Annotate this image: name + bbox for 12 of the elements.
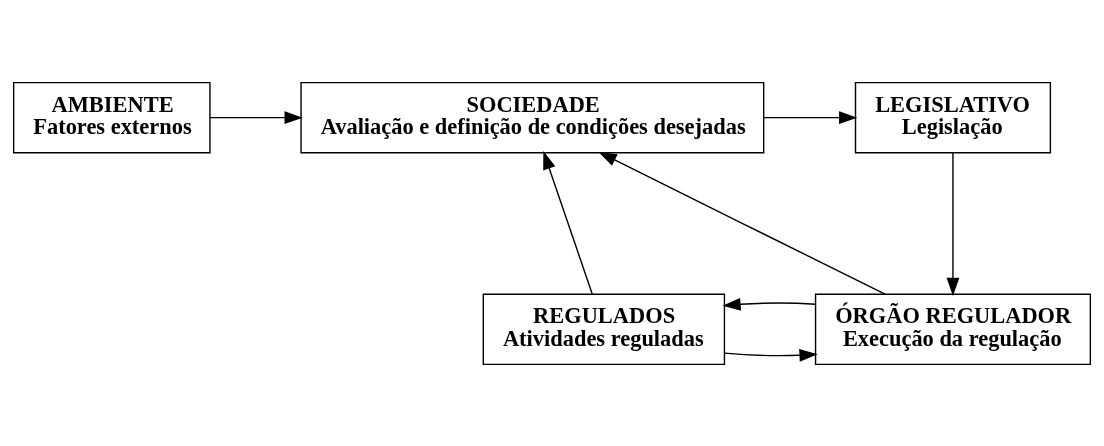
arrow xyxy=(723,348,818,362)
node-box: AMBIENTE Fatores externos xyxy=(12,81,211,153)
arrow xyxy=(722,297,817,311)
node-box: ÓRGÃO REGULADOR Execução da regulação xyxy=(814,293,1092,365)
node-box: REGULADOS Atividades reguladas xyxy=(482,293,726,365)
arrow xyxy=(598,151,886,295)
node-box: LEGISLATIVO Legislação xyxy=(854,81,1052,153)
arrow xyxy=(763,110,858,124)
arrow xyxy=(543,150,593,295)
arrow xyxy=(209,110,303,124)
node-box: SOCIEDADE Avaliação e definição de condições desejadas xyxy=(300,81,765,153)
arrow xyxy=(946,151,960,296)
